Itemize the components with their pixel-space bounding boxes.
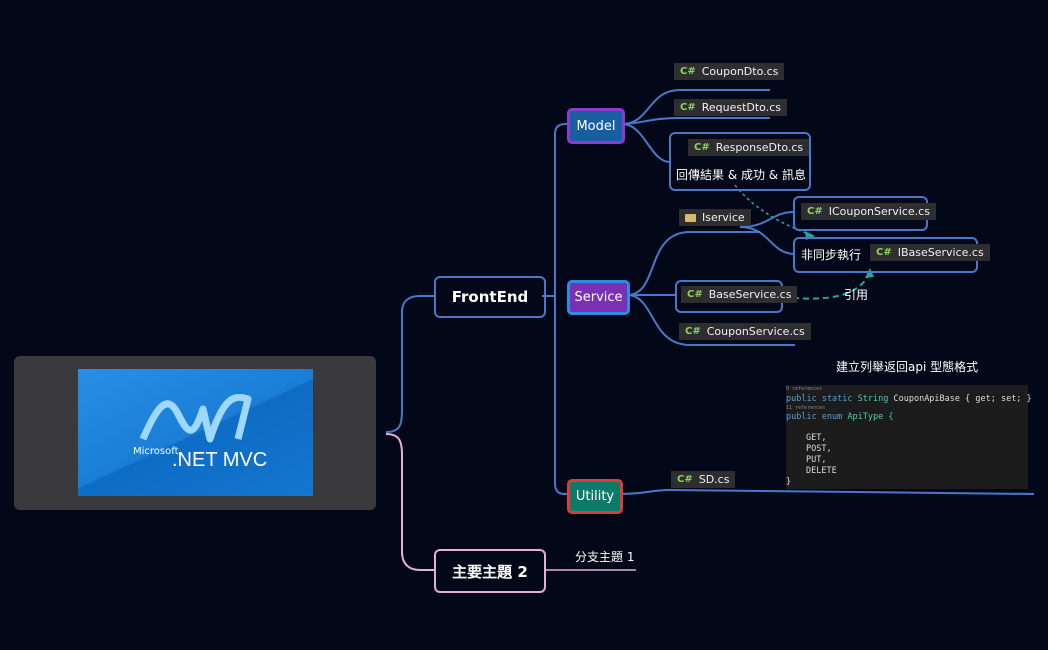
folder-icon bbox=[685, 213, 696, 222]
csharp-icon: C# bbox=[694, 142, 710, 153]
code-line-1: public static String CouponApiBase { get… bbox=[786, 394, 1032, 404]
dotnet-mvc-logo: Microsoft .NET MVC bbox=[78, 369, 313, 496]
code-ref-1: 0 references bbox=[786, 386, 823, 392]
enum-item: GET, bbox=[806, 433, 827, 443]
csharp-icon: C# bbox=[876, 247, 892, 258]
csharp-icon: C# bbox=[680, 102, 696, 113]
code-line-2: public enum ApiType { bbox=[786, 412, 894, 422]
coupondto-file[interactable]: C#CouponDto.cs bbox=[674, 63, 785, 80]
code-snippet: 0 references public static String Coupon… bbox=[786, 385, 1032, 489]
icouponservice-file[interactable]: C#ICouponService.cs bbox=[801, 203, 936, 220]
utility-topic[interactable]: Utility bbox=[567, 479, 623, 514]
responsedto-file[interactable]: C#ResponseDto.cs bbox=[688, 139, 810, 156]
csharp-icon: C# bbox=[680, 66, 696, 77]
ibaseservice-file[interactable]: C#IBaseService.cs bbox=[870, 244, 990, 261]
microsoft-label: Microsoft bbox=[133, 446, 179, 457]
couponservice-file[interactable]: C#CouponService.cs bbox=[679, 323, 811, 340]
responsedto-box[interactable] bbox=[669, 132, 811, 191]
service-topic[interactable]: Service bbox=[567, 280, 630, 315]
response-note: 回傳結果 & 成功 & 訊息 bbox=[676, 168, 806, 182]
async-label: 非同步執行 bbox=[801, 248, 862, 262]
csharp-icon: C# bbox=[687, 289, 703, 300]
iservice-folder[interactable]: Iservice bbox=[679, 209, 751, 226]
csharp-icon: C# bbox=[807, 206, 823, 217]
net-wave-icon bbox=[139, 394, 252, 443]
main-topic-2[interactable]: 主要主題 2 bbox=[434, 549, 546, 593]
frontend-topic[interactable]: FrontEnd bbox=[434, 276, 546, 318]
branch-topic-1[interactable]: 分支主題 1 bbox=[575, 550, 635, 564]
enum-item: DELETE bbox=[806, 466, 837, 476]
reference-label: 引用 bbox=[844, 288, 869, 302]
model-topic[interactable]: Model bbox=[567, 108, 625, 144]
root-title: .NET MVC bbox=[172, 449, 268, 471]
sd-file[interactable]: C#SD.cs bbox=[671, 471, 736, 488]
code-close: } bbox=[786, 477, 792, 487]
code-ref-2: 11 references bbox=[786, 405, 826, 411]
enum-item: PUT, bbox=[806, 455, 827, 465]
baseservice-file[interactable]: C#BaseService.cs bbox=[681, 286, 798, 303]
requestdto-file[interactable]: C#RequestDto.cs bbox=[674, 99, 787, 116]
utility-caption: 建立列舉返回api 型態格式 bbox=[836, 360, 979, 374]
csharp-icon: C# bbox=[677, 474, 693, 485]
csharp-icon: C# bbox=[685, 326, 701, 337]
enum-item: POST, bbox=[806, 444, 832, 454]
